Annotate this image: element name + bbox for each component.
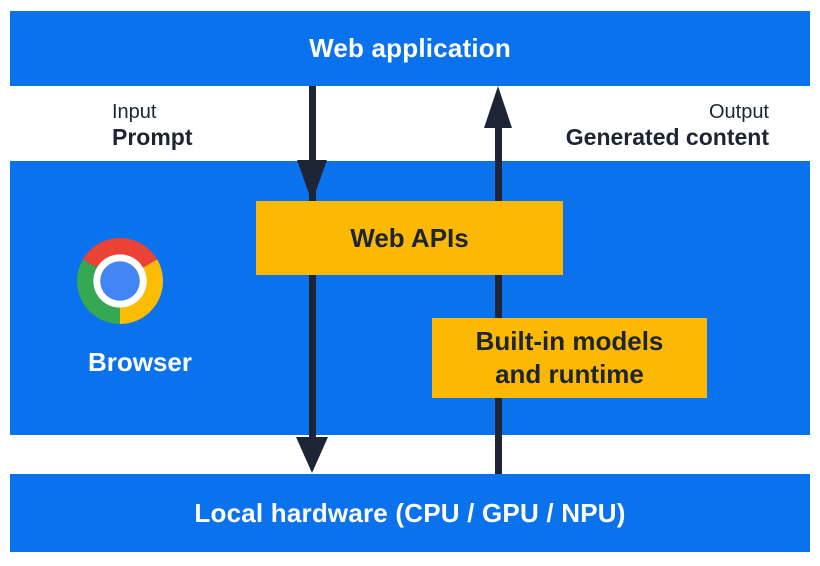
local-hardware-bar: Local hardware (CPU / GPU / NPU) [10, 474, 810, 552]
builtin-models-box: Built-in models and runtime [432, 318, 707, 398]
input-caption: Input [112, 101, 157, 123]
input-label-group: Input Prompt [112, 101, 193, 151]
input-value: Prompt [112, 124, 193, 150]
builtin-models-line1: Built-in models [475, 326, 664, 356]
chrome-logo-icon [77, 238, 163, 324]
web-apis-label: Web APIs [350, 222, 469, 253]
browser-label: Browser [87, 347, 193, 377]
down-arrowhead-to-hardware-icon [296, 437, 328, 473]
local-hardware-label: Local hardware (CPU / GPU / NPU) [194, 497, 626, 528]
output-caption: Output [708, 101, 769, 123]
up-arrow-line [495, 128, 502, 474]
web-application-label: Web application [309, 33, 511, 63]
output-label-group: Output Generated content [566, 101, 769, 151]
web-application-bar: Web application [10, 11, 810, 86]
up-arrowhead-to-web-application-icon [484, 86, 512, 128]
output-value: Generated content [565, 124, 769, 150]
down-arrowhead-to-web-apis-icon [297, 160, 327, 202]
web-apis-box: Web APIs [256, 201, 563, 275]
builtin-models-line2: and runtime [495, 359, 644, 389]
